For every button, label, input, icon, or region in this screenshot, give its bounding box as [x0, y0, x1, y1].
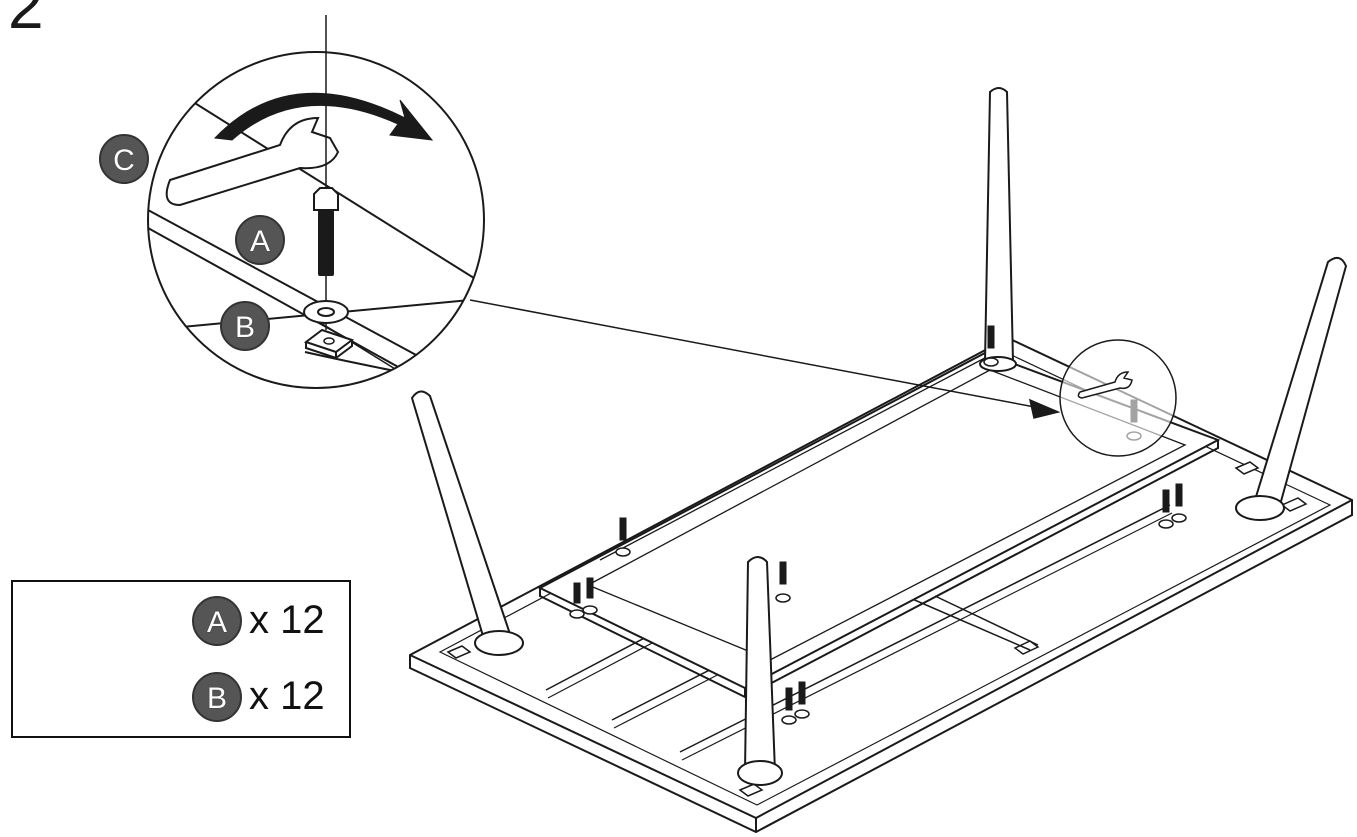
legend-part-b-quantity: x 12: [249, 674, 325, 718]
callout-wrench: C: [99, 134, 149, 184]
step-number: 2: [8, 0, 44, 42]
legs: [410, 87, 1348, 786]
callout-bolt: A: [235, 215, 285, 265]
frame-bolts: [573, 325, 1183, 711]
zoom-detail: [147, 15, 485, 389]
legend-part-a-badge: A: [192, 596, 242, 646]
bolt-detail-icon: [313, 187, 339, 276]
washer-detail-icon: [303, 300, 349, 324]
detail-marker: [1059, 339, 1177, 457]
legend-part-a-quantity: x 12: [249, 598, 325, 642]
callout-washer: B: [220, 301, 270, 351]
connector-arrow: [469, 299, 1061, 419]
wrench-icon: [165, 116, 340, 207]
parts-legend: A x 12 B x 12: [11, 580, 351, 738]
rotate-arrow-icon: [213, 92, 434, 141]
frame: [537, 349, 1221, 699]
legend-part-b-badge: B: [192, 672, 242, 722]
brackets: [446, 461, 1308, 797]
